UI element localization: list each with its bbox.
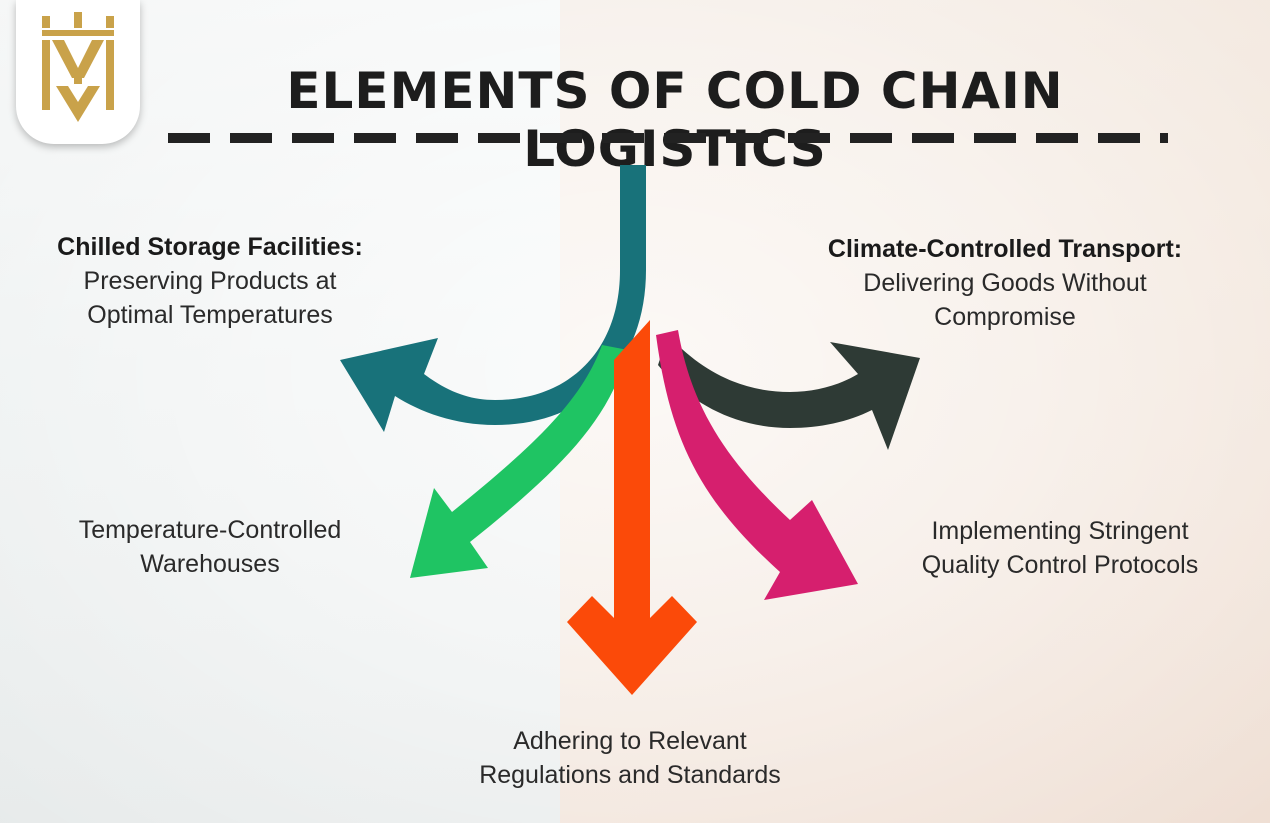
label-line: Compromise — [934, 303, 1076, 331]
label-line: Delivering Goods Without — [863, 269, 1147, 297]
orange-arrow — [567, 320, 697, 695]
label-line: Optimal Temperatures — [87, 301, 333, 329]
label-chilled-storage: Chilled Storage Facilities: Preserving P… — [20, 230, 400, 332]
label-line: Adhering to Relevant — [513, 727, 747, 755]
logo — [16, 0, 140, 144]
label-line: Regulations and Standards — [479, 761, 781, 789]
label-line: Warehouses — [140, 550, 280, 578]
teal-arrow — [340, 165, 646, 432]
page-title: ELEMENTS OF COLD CHAIN LOGISTICS — [286, 62, 1064, 178]
label-regulations: Adhering to Relevant Regulations and Sta… — [420, 724, 840, 792]
label-climate-transport: Climate-Controlled Transport: Delivering… — [780, 232, 1230, 334]
label-line: Implementing Stringent — [931, 517, 1189, 545]
label-heading: Chilled Storage Facilities: — [57, 233, 363, 261]
crown-monogram-icon — [42, 12, 114, 122]
title-dashed-underline — [168, 133, 1168, 143]
label-warehouses: Temperature-Controlled Warehouses — [20, 513, 400, 581]
label-heading: Climate-Controlled Transport: — [827, 235, 1183, 263]
label-quality-control: Implementing Stringent Quality Control P… — [870, 514, 1250, 582]
label-line: Preserving Products at — [83, 267, 337, 295]
pink-arrow — [656, 330, 858, 600]
label-line: Temperature-Controlled — [78, 516, 342, 544]
dark-arrow — [658, 335, 920, 450]
green-arrow — [410, 345, 628, 578]
label-line: Quality Control Protocols — [921, 551, 1199, 579]
